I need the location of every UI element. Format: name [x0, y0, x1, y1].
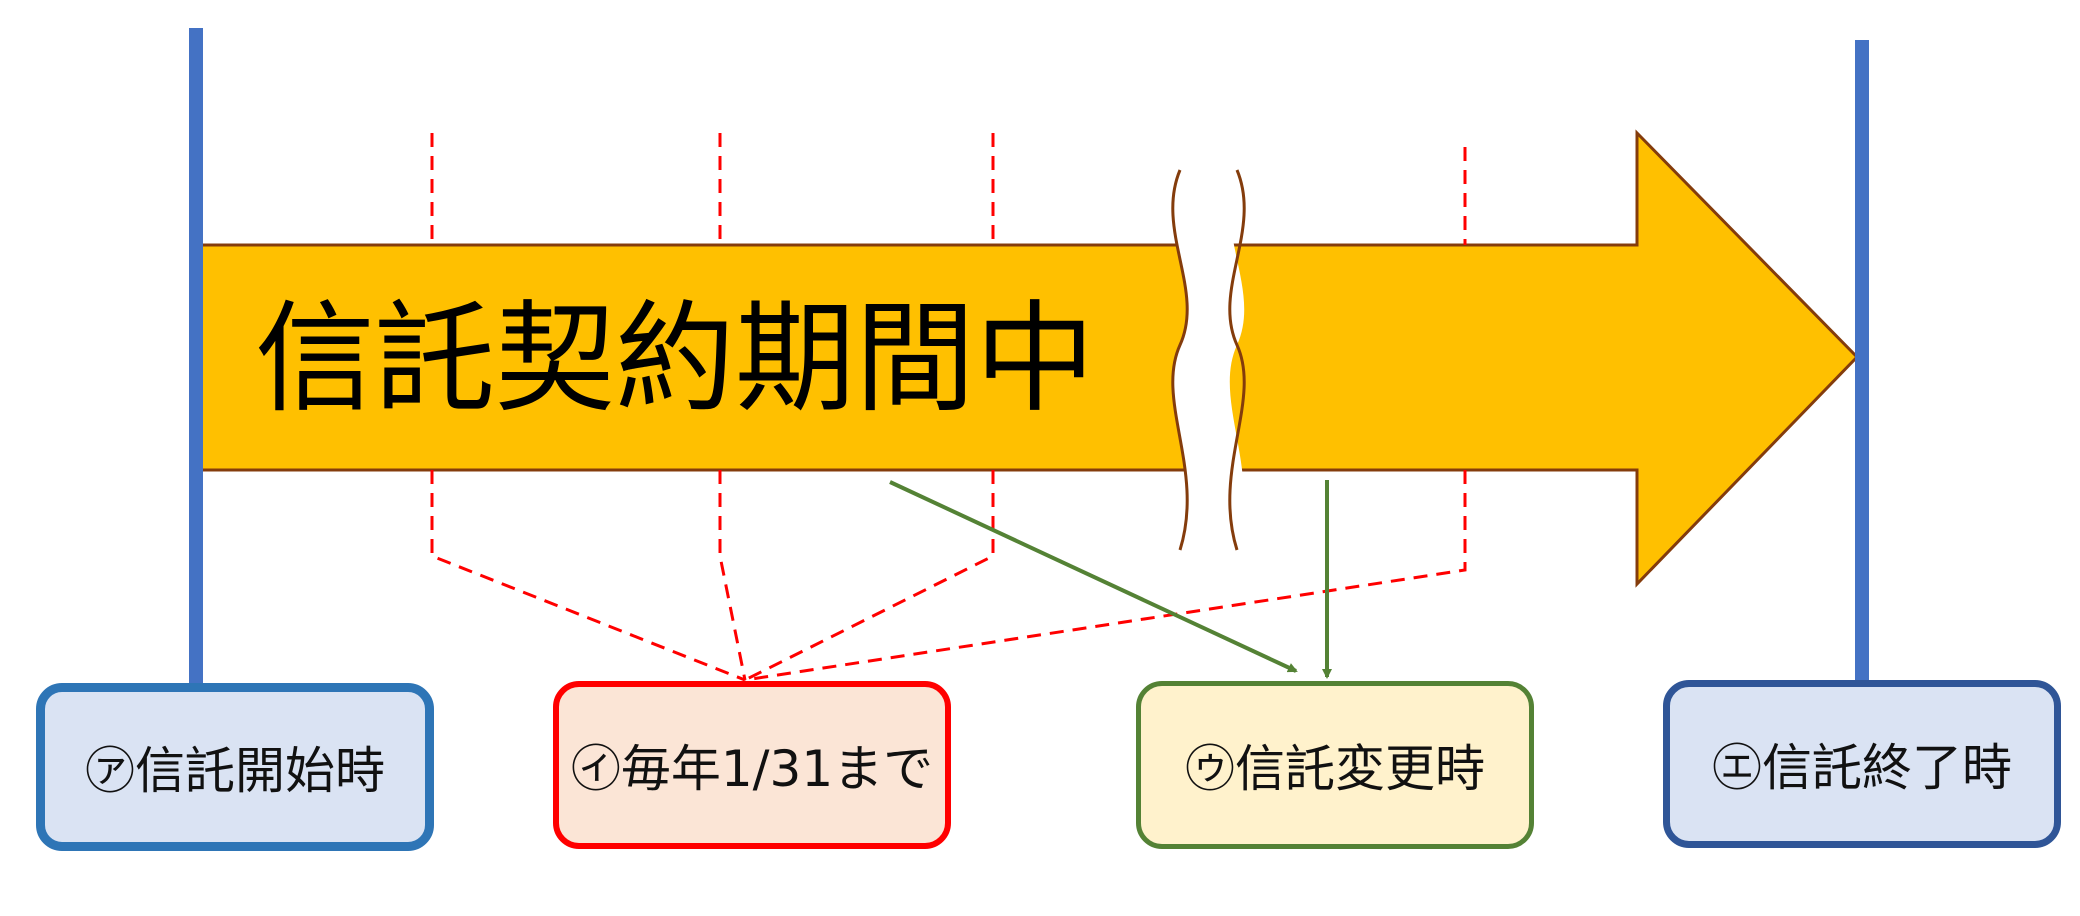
change-arrow-diagonal [889, 480, 1298, 673]
period-label: 信託契約期間中 [255, 290, 1095, 429]
end-box: ㋓信託終了時 [1663, 680, 2061, 848]
break-gap [1172, 170, 1245, 550]
change-box: ㋒信託変更時 [1136, 681, 1534, 849]
annual-markers [430, 133, 1467, 682]
start-box: ㋐信託開始時 [36, 683, 434, 851]
start-label: ㋐信託開始時 [85, 742, 385, 800]
end-label: ㋓信託終了時 [1712, 739, 2012, 797]
annual-marker-2-bottom [718, 470, 747, 681]
change-label: ㋒信託変更時 [1185, 740, 1485, 798]
annual-marker-4-bottom [744, 470, 1467, 682]
annual-marker-1-bottom [430, 470, 746, 682]
annual-label: ㋑毎年1/31まで [570, 740, 934, 798]
annual-marker-3-bottom [744, 470, 995, 682]
break-line-right [1228, 169, 1246, 551]
break-line-left [1171, 169, 1189, 551]
annual-box: ㋑毎年1/31まで [553, 681, 951, 849]
period-arrow [198, 129, 1860, 588]
